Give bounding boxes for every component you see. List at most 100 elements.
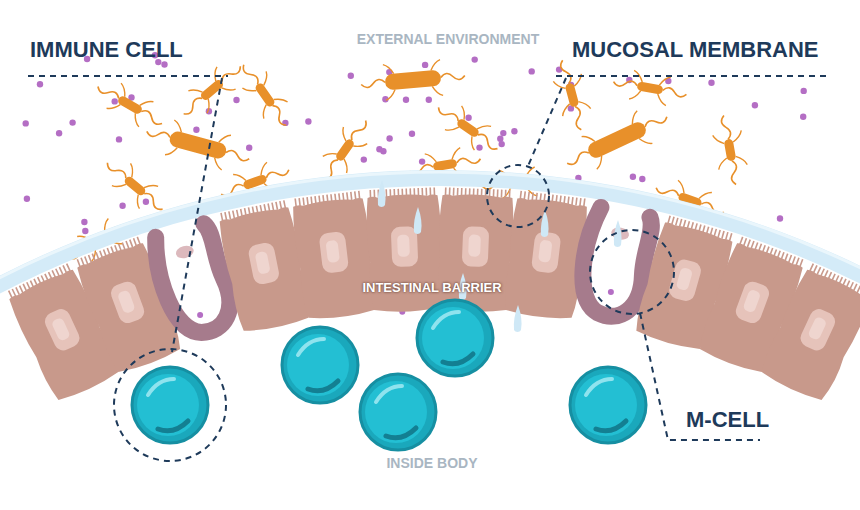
molecule-dot [639, 176, 645, 182]
molecule-dot [422, 62, 428, 68]
microvillus [350, 192, 353, 200]
molecule-dot [197, 312, 203, 318]
immune-cell [360, 374, 436, 450]
microvillus [789, 255, 792, 262]
molecule-dot [24, 196, 30, 202]
molecule-dot [81, 219, 87, 225]
microvillus [52, 270, 55, 277]
cell-nucleus [42, 306, 82, 353]
molecule-dot [246, 145, 252, 151]
flagellum [720, 115, 731, 140]
molecule-dot [119, 203, 125, 209]
microvillus [425, 188, 427, 196]
microvillus [126, 241, 129, 248]
microvillus [9, 291, 12, 298]
immune-cell-shine [376, 386, 402, 402]
microvillus [824, 270, 827, 277]
microvillus [77, 259, 80, 266]
microvillus [130, 240, 133, 247]
mucus-drip [514, 305, 522, 332]
microvillus [137, 237, 140, 244]
immune-cell-nucleus [308, 381, 338, 391]
flagellum [613, 78, 638, 89]
bacterium [611, 67, 689, 108]
microvillus [284, 200, 286, 208]
microvillus [294, 199, 297, 207]
microvillus [509, 190, 511, 198]
bacterium-body [168, 130, 228, 160]
microvillus [857, 286, 860, 293]
microvillus [56, 269, 59, 276]
flagellum [456, 106, 470, 120]
flagellum [220, 64, 243, 85]
microvillus [535, 193, 538, 201]
bacterium [549, 56, 596, 133]
microvillus [814, 265, 817, 272]
microvillus [751, 241, 754, 248]
immune-cell-nucleus [596, 421, 626, 431]
microvillus [853, 284, 856, 291]
mucus-drip [414, 207, 422, 234]
molecule-dot [409, 131, 415, 137]
microvillus [298, 198, 301, 206]
immune-cell-shine [586, 379, 612, 395]
immune-cell [282, 327, 358, 403]
cell-nucleus-shine [807, 316, 827, 341]
immune-cell-shine [148, 379, 174, 395]
flagellum [736, 155, 748, 167]
molecule-dot [116, 136, 122, 142]
flagellum [242, 82, 256, 96]
microvillus [505, 190, 507, 198]
molecule-dot [112, 98, 118, 104]
microvillus [20, 286, 23, 293]
microvillus [817, 267, 820, 274]
microvillus [755, 242, 758, 249]
cell-nucleus-shine [325, 240, 340, 263]
flagellum [699, 189, 712, 202]
flagellum [144, 180, 158, 194]
microvillus [726, 232, 728, 240]
microvillus [676, 218, 678, 226]
molecule-dot [426, 97, 432, 103]
flagellum [132, 195, 146, 209]
cell-body [757, 267, 860, 404]
bacterium [360, 58, 467, 103]
microvillus [12, 289, 15, 296]
molecule-dot [56, 130, 62, 136]
microvillus [421, 188, 423, 196]
cell-nucleus-shine [742, 289, 761, 314]
epithelial-cell [290, 190, 378, 321]
microvillus [342, 193, 345, 201]
flagellum [553, 79, 565, 91]
flagellum [201, 99, 215, 113]
microvillus [302, 198, 305, 206]
flagellum [713, 134, 725, 146]
flagellum [425, 152, 437, 164]
molecule-dot [465, 115, 471, 121]
bacterium-body [384, 70, 441, 91]
molecule-dot [376, 146, 382, 152]
region-label: INSIDE BODY [386, 455, 477, 471]
microvillus [346, 192, 349, 200]
microvillus [672, 217, 674, 225]
flagellum [142, 191, 165, 212]
cell-nucleus-shine [51, 317, 71, 342]
microvillus [122, 242, 125, 249]
immune-cell-inner [365, 381, 427, 443]
bacterium [91, 74, 170, 136]
cell-nucleus [108, 279, 146, 326]
immune-cell-inner [422, 307, 484, 369]
microvillus [718, 230, 720, 238]
microvillus [571, 197, 574, 205]
microvillus [233, 211, 235, 219]
flagellum [274, 94, 288, 108]
flagellum [212, 158, 224, 170]
immune-cell [417, 300, 493, 376]
molecule-dot [630, 174, 636, 180]
callout-label: MUCOSAL MEMBRANE [572, 37, 818, 63]
microvillus [785, 254, 788, 261]
molecule-dot [752, 102, 758, 108]
immune-cell-body [282, 327, 358, 403]
bacterium-body [334, 138, 355, 163]
molecule-dot [69, 119, 75, 125]
